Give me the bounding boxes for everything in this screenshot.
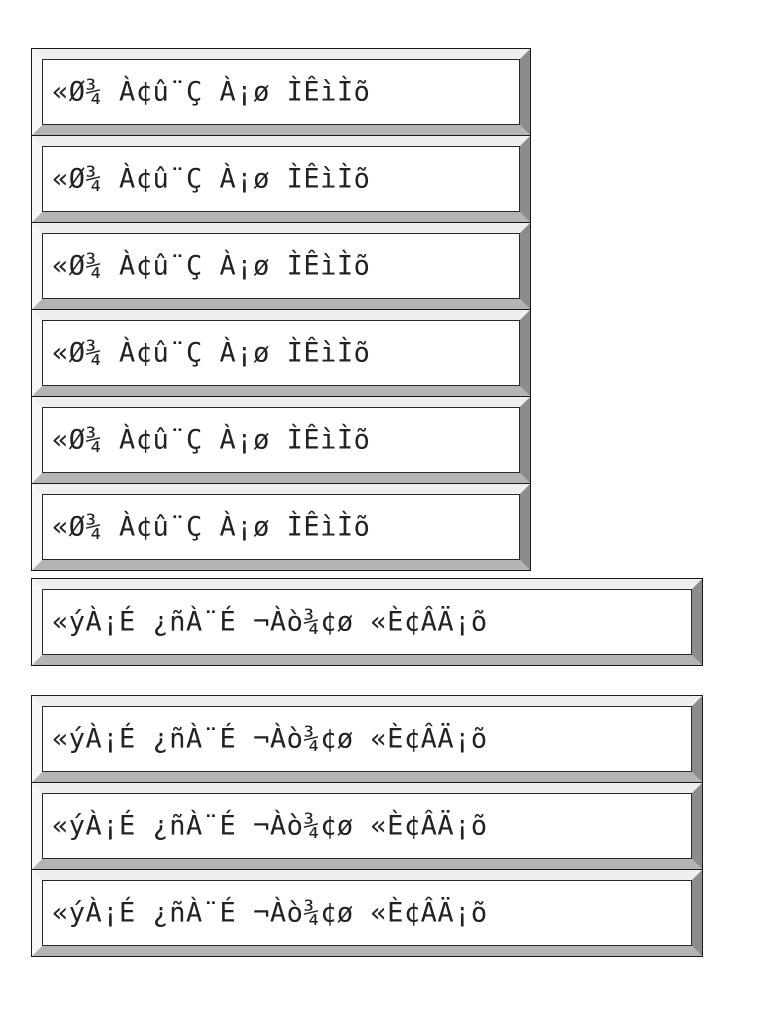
bevel-bottom	[32, 560, 530, 570]
button-face	[42, 59, 520, 125]
bevel-left	[32, 136, 42, 222]
bevel-bottom	[32, 125, 530, 135]
upper-button-4[interactable]: «Ø¾ À¢û¨Ç À¡ø ÌÊìÌõ	[31, 309, 531, 397]
bevel-top	[32, 49, 530, 59]
bevel-right	[520, 136, 530, 222]
lower-button-stack: «ýÀ¡É ¿ñÀ¨É ¬Àò¾¢ø «È¢ÂÄ¡õ «ýÀ¡É ¿ñÀ¨É ¬…	[31, 695, 703, 957]
bevel-bottom	[32, 386, 530, 396]
button-face	[42, 494, 520, 560]
bevel-right	[520, 223, 530, 309]
bevel-top	[32, 223, 530, 233]
bevel-right	[520, 397, 530, 483]
button-face	[42, 320, 520, 386]
bevel-top	[32, 783, 702, 793]
bevel-top	[32, 136, 530, 146]
button-face	[42, 706, 692, 772]
upper-button-2[interactable]: «Ø¾ À¢û¨Ç À¡ø ÌÊìÌõ	[31, 135, 531, 223]
button-face	[42, 880, 692, 946]
bevel-bottom	[32, 772, 702, 782]
bevel-left	[32, 579, 42, 665]
lower-button-3[interactable]: «ýÀ¡É ¿ñÀ¨É ¬Àò¾¢ø «È¢ÂÄ¡õ	[31, 869, 703, 957]
bevel-left	[32, 397, 42, 483]
bevel-bottom	[32, 299, 530, 309]
upper-button-1[interactable]: «Ø¾ À¢û¨Ç À¡ø ÌÊìÌõ	[31, 48, 531, 136]
lower-button-3-label: «ýÀ¡É ¿ñÀ¨É ¬Àò¾¢ø «È¢ÂÄ¡õ	[52, 897, 488, 929]
upper-button-4-label: «Ø¾ À¢û¨Ç À¡ø ÌÊìÌõ	[52, 337, 371, 369]
bevel-right	[692, 579, 702, 665]
upper-button-stack: «Ø¾ À¢û¨Ç À¡ø ÌÊìÌõ «Ø¾ À¢û¨Ç À¡ø ÌÊìÌõ …	[31, 48, 531, 571]
upper-button-3-label: «Ø¾ À¢û¨Ç À¡ø ÌÊìÌõ	[52, 250, 371, 282]
middle-button-stack: «ýÀ¡É ¿ñÀ¨É ¬Àò¾¢ø «È¢ÂÄ¡õ	[31, 578, 703, 666]
bevel-left	[32, 783, 42, 869]
bevel-left	[32, 223, 42, 309]
bevel-top	[32, 310, 530, 320]
bevel-left	[32, 484, 42, 570]
bevel-bottom	[32, 473, 530, 483]
lower-button-1-label: «ýÀ¡É ¿ñÀ¨É ¬Àò¾¢ø «È¢ÂÄ¡õ	[52, 723, 488, 755]
middle-button-label: «ýÀ¡É ¿ñÀ¨É ¬Àò¾¢ø «È¢ÂÄ¡õ	[52, 606, 488, 638]
bevel-right	[520, 484, 530, 570]
middle-button[interactable]: «ýÀ¡É ¿ñÀ¨É ¬Àò¾¢ø «È¢ÂÄ¡õ	[31, 578, 703, 666]
bevel-right	[692, 783, 702, 869]
bevel-bottom	[32, 655, 702, 665]
bevel-left	[32, 870, 42, 956]
upper-button-3[interactable]: «Ø¾ À¢û¨Ç À¡ø ÌÊìÌõ	[31, 222, 531, 310]
bevel-top	[32, 696, 702, 706]
bevel-top	[32, 870, 702, 880]
upper-button-2-label: «Ø¾ À¢û¨Ç À¡ø ÌÊìÌõ	[52, 163, 371, 195]
lower-button-2-label: «ýÀ¡É ¿ñÀ¨É ¬Àò¾¢ø «È¢ÂÄ¡õ	[52, 810, 488, 842]
button-face	[42, 793, 692, 859]
button-face	[42, 407, 520, 473]
button-face	[42, 233, 520, 299]
bevel-left	[32, 696, 42, 782]
upper-button-6[interactable]: «Ø¾ À¢û¨Ç À¡ø ÌÊìÌõ	[31, 483, 531, 571]
bevel-top	[32, 484, 530, 494]
upper-button-5[interactable]: «Ø¾ À¢û¨Ç À¡ø ÌÊìÌõ	[31, 396, 531, 484]
bevel-bottom	[32, 859, 702, 869]
bevel-bottom	[32, 212, 530, 222]
bevel-top	[32, 579, 702, 589]
bevel-right	[520, 310, 530, 396]
bevel-right	[520, 49, 530, 135]
upper-button-1-label: «Ø¾ À¢û¨Ç À¡ø ÌÊìÌõ	[52, 76, 371, 108]
bevel-right	[692, 696, 702, 782]
bevel-right	[692, 870, 702, 956]
lower-button-1[interactable]: «ýÀ¡É ¿ñÀ¨É ¬Àò¾¢ø «È¢ÂÄ¡õ	[31, 695, 703, 783]
upper-button-5-label: «Ø¾ À¢û¨Ç À¡ø ÌÊìÌõ	[52, 424, 371, 456]
button-face	[42, 146, 520, 212]
bevel-bottom	[32, 946, 702, 956]
button-face	[42, 589, 692, 655]
bevel-left	[32, 310, 42, 396]
bevel-left	[32, 49, 42, 135]
lower-button-2[interactable]: «ýÀ¡É ¿ñÀ¨É ¬Àò¾¢ø «È¢ÂÄ¡õ	[31, 782, 703, 870]
upper-button-6-label: «Ø¾ À¢û¨Ç À¡ø ÌÊìÌõ	[52, 511, 371, 543]
bevel-top	[32, 397, 530, 407]
